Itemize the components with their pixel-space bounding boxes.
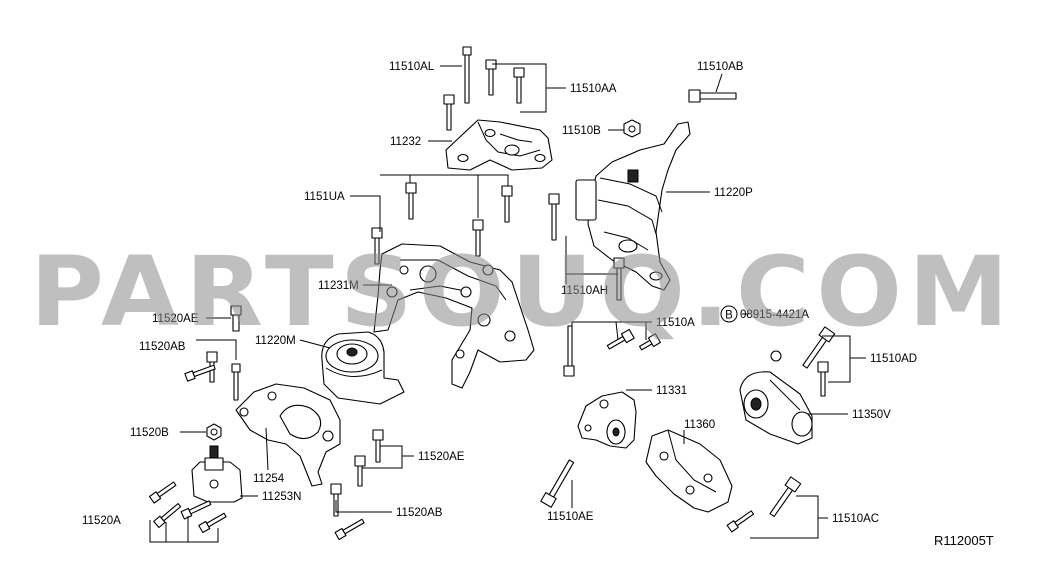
bolt-11510AH-group xyxy=(548,193,625,301)
washer-08915-4421A xyxy=(770,350,782,362)
label-11360: 11360 xyxy=(684,419,715,431)
leader-lines xyxy=(149,63,866,543)
bracket-11253N xyxy=(191,445,243,503)
part-labels: 11510AL 11510AA 11510AB 11232 11510B 115… xyxy=(82,61,917,527)
bolt-11510AD-group xyxy=(802,326,836,397)
label-11510AC: 11510AC xyxy=(832,513,879,525)
bolt-11510AA-group xyxy=(443,59,525,131)
label-11510A: 11510A xyxy=(656,317,695,329)
label-11510AB-top: 11510AB xyxy=(697,61,744,73)
bracket-11360 xyxy=(645,429,733,513)
label-11220M: 11220M xyxy=(255,335,296,347)
bolt-11520AB-left-group xyxy=(184,351,241,401)
label-11254: 11254 xyxy=(253,473,285,485)
label-11520A: 11520A xyxy=(82,515,121,527)
label-11253N: 11253N xyxy=(262,491,301,503)
bolt-11520AE-top xyxy=(230,305,242,332)
engine-mount-11220M xyxy=(321,331,405,405)
label-11510AL: 11510AL xyxy=(389,61,435,73)
label-11520AB-bottom: 11520AB xyxy=(396,507,443,519)
diagram-code: R112005T xyxy=(934,533,994,548)
label-11520AE-mid: 11520AE xyxy=(418,451,465,463)
label-11510AD: 11510AD xyxy=(870,353,917,365)
label-11331: 11331 xyxy=(656,385,687,397)
label-11510AE: 11510AE xyxy=(547,511,594,523)
bolt-11510AL xyxy=(462,46,472,104)
label-11231M: 11231M xyxy=(318,280,359,292)
bolt-11520A-group xyxy=(148,481,227,534)
label-11520AB-left: 11520AB xyxy=(139,341,186,353)
label-11510AA: 11510AA xyxy=(570,83,617,95)
label-08915-4421A: 08915-4421A xyxy=(740,309,809,321)
bolt-11510AC-group xyxy=(726,476,802,533)
bolt-11510AB-top xyxy=(688,89,737,103)
bolt-11510A-group xyxy=(563,325,661,377)
bolt-11510AE xyxy=(540,459,575,508)
torque-rod-11350V xyxy=(739,371,813,445)
bracket-11231M xyxy=(373,243,535,389)
callout-circle-B: B xyxy=(720,305,738,323)
label-11220P: 11220P xyxy=(714,187,753,199)
label-11520AE-top: 11520AE xyxy=(152,313,199,325)
label-11350V: 11350V xyxy=(852,409,891,421)
label-11510B: 11510B xyxy=(562,125,601,137)
bracket-11331 xyxy=(577,391,637,449)
label-11510AH: 11510AH xyxy=(561,285,608,297)
label-1151UA: 1151UA xyxy=(304,191,345,203)
bolt-11520AE-mid-group xyxy=(354,429,384,487)
bolt-1151UA-group xyxy=(371,182,513,265)
watermark: PARTSOUQ.COM xyxy=(30,236,1015,348)
nut-11510B xyxy=(623,119,641,138)
svg-text:B: B xyxy=(725,310,733,322)
label-11520B: 11520B xyxy=(130,427,169,439)
engine-mount-11220P xyxy=(575,121,691,291)
label-11232: 11232 xyxy=(390,136,421,148)
bracket-11232 xyxy=(445,119,553,171)
bracket-11254 xyxy=(235,383,341,487)
nut-11520B xyxy=(206,423,222,441)
